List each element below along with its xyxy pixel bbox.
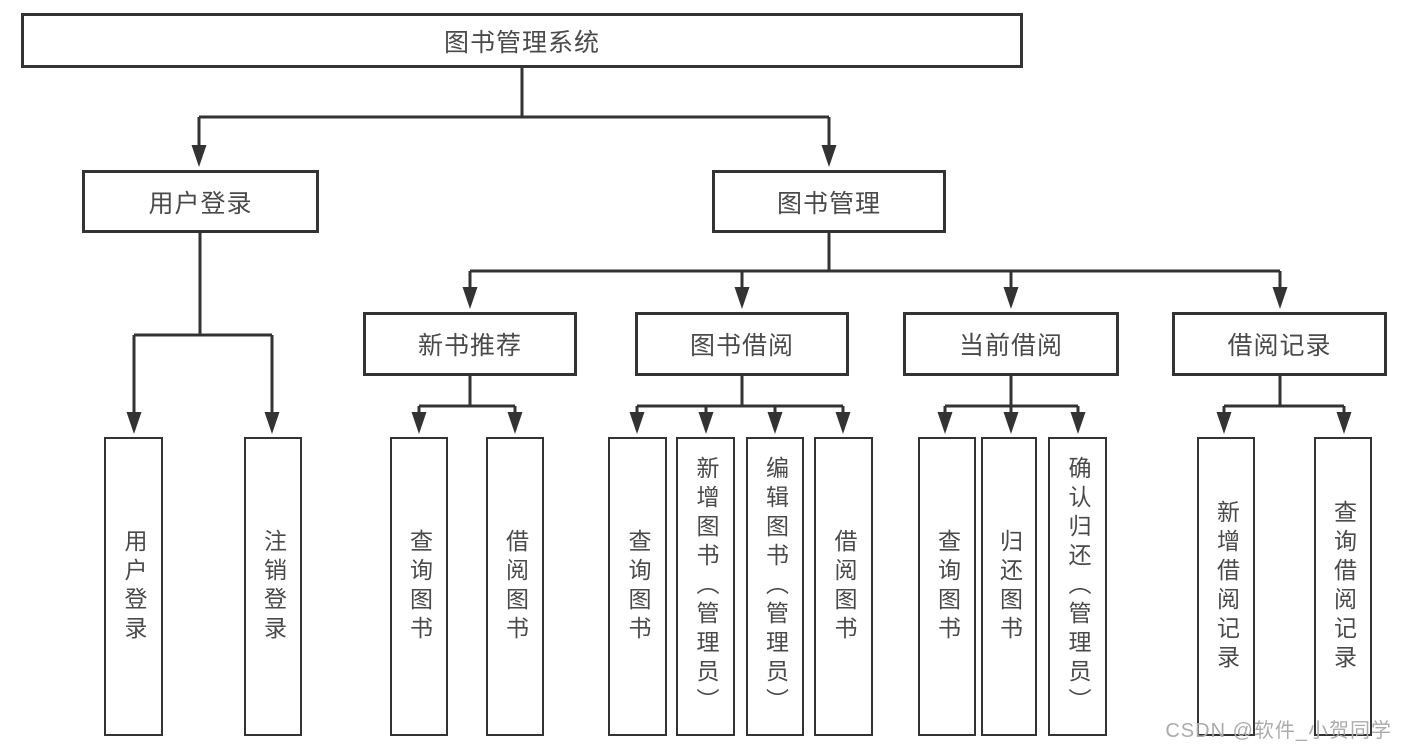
connector-management-to-modules bbox=[462, 233, 1288, 309]
leaf-logout: 注销登录 bbox=[244, 437, 302, 736]
leaf-user-login: 用户登录 bbox=[104, 437, 163, 736]
leaf-label: 借阅图书 bbox=[502, 528, 529, 645]
node-current-borrow: 当前借阅 bbox=[903, 312, 1119, 376]
node-label: 新书推荐 bbox=[417, 332, 522, 360]
arrowhead bbox=[411, 412, 427, 434]
node-label: 图书管理 bbox=[776, 189, 881, 218]
arrowhead bbox=[264, 412, 280, 434]
arrowhead bbox=[937, 412, 953, 434]
node-label: 借阅记录 bbox=[1227, 332, 1332, 360]
connector-current-to-leaves bbox=[937, 376, 1086, 434]
arrowhead bbox=[1336, 412, 1352, 434]
arrowhead bbox=[1216, 412, 1232, 434]
arrowhead bbox=[835, 412, 851, 434]
leaf-borrow-query-books: 查询图书 bbox=[608, 437, 667, 736]
leaf-edit-book-admin: 编辑图书（管理员） bbox=[746, 437, 804, 736]
leaf-recommend-query-books: 查询图书 bbox=[390, 437, 448, 736]
leaf-current-query-books: 查询图书 bbox=[918, 437, 976, 736]
connector-borrowmodule-to-leaves bbox=[629, 376, 851, 434]
leaf-label: 归还图书 bbox=[996, 528, 1023, 645]
node-new-book-recommend: 新书推荐 bbox=[363, 312, 577, 376]
leaf-add-book-admin: 新增图书（管理员） bbox=[676, 437, 735, 736]
node-label: 用户登录 bbox=[148, 189, 253, 218]
leaf-label: 编辑图书（管理员） bbox=[762, 456, 789, 717]
leaf-confirm-return-admin: 确认归还（管理员） bbox=[1048, 437, 1107, 736]
arrowhead bbox=[462, 287, 478, 309]
leaf-label: 新增图书（管理员） bbox=[693, 456, 719, 717]
leaf-label: 用户登录 bbox=[121, 528, 147, 645]
arrowhead bbox=[507, 412, 523, 434]
node-root: 图书管理系统 bbox=[21, 13, 1023, 68]
node-root-label: 图书管理系统 bbox=[443, 28, 600, 57]
arrowhead bbox=[698, 412, 714, 434]
leaf-label: 确认归还（管理员） bbox=[1065, 456, 1091, 717]
arrowhead bbox=[191, 145, 207, 167]
leaf-label: 借阅图书 bbox=[831, 528, 857, 645]
leaf-label: 注销登录 bbox=[260, 528, 287, 645]
node-borrow-records: 借阅记录 bbox=[1172, 312, 1387, 376]
arrowhead bbox=[126, 412, 142, 434]
connector-recommend-to-leaves bbox=[411, 376, 523, 434]
node-book-management-branch: 图书管理 bbox=[712, 170, 946, 233]
csdn-watermark: CSDN @软件_小贺同学 bbox=[1165, 720, 1392, 742]
leaf-borrow-borrow-books: 借阅图书 bbox=[814, 437, 873, 736]
node-label: 图书借阅 bbox=[689, 332, 794, 360]
arrowhead bbox=[1070, 412, 1086, 434]
arrowhead bbox=[1003, 287, 1019, 309]
leaf-add-borrow-record: 新增借阅记录 bbox=[1197, 437, 1255, 736]
leaf-recommend-borrow-books: 借阅图书 bbox=[486, 437, 544, 736]
leaf-label: 查询图书 bbox=[406, 528, 433, 645]
leaf-label: 查询图书 bbox=[625, 528, 651, 645]
leaf-label: 查询借阅记录 bbox=[1330, 499, 1357, 674]
connector-root-to-level2 bbox=[191, 68, 837, 167]
connector-login-to-leaves bbox=[126, 233, 280, 434]
leaf-label: 查询图书 bbox=[934, 528, 961, 645]
leaf-query-borrow-record: 查询借阅记录 bbox=[1314, 437, 1372, 736]
arrowhead bbox=[767, 412, 783, 434]
leaf-label: 新增借阅记录 bbox=[1213, 499, 1240, 674]
arrowhead bbox=[1003, 412, 1019, 434]
leaf-return-book: 归还图书 bbox=[981, 437, 1037, 736]
arrowhead bbox=[821, 145, 837, 167]
arrowhead bbox=[629, 412, 645, 434]
node-book-borrow: 图书借阅 bbox=[635, 312, 849, 376]
arrowhead bbox=[734, 287, 750, 309]
arrowhead bbox=[1272, 287, 1288, 309]
node-label: 当前借阅 bbox=[958, 332, 1063, 360]
node-user-login-branch: 用户登录 bbox=[82, 170, 319, 233]
connector-records-to-leaves bbox=[1216, 376, 1352, 434]
